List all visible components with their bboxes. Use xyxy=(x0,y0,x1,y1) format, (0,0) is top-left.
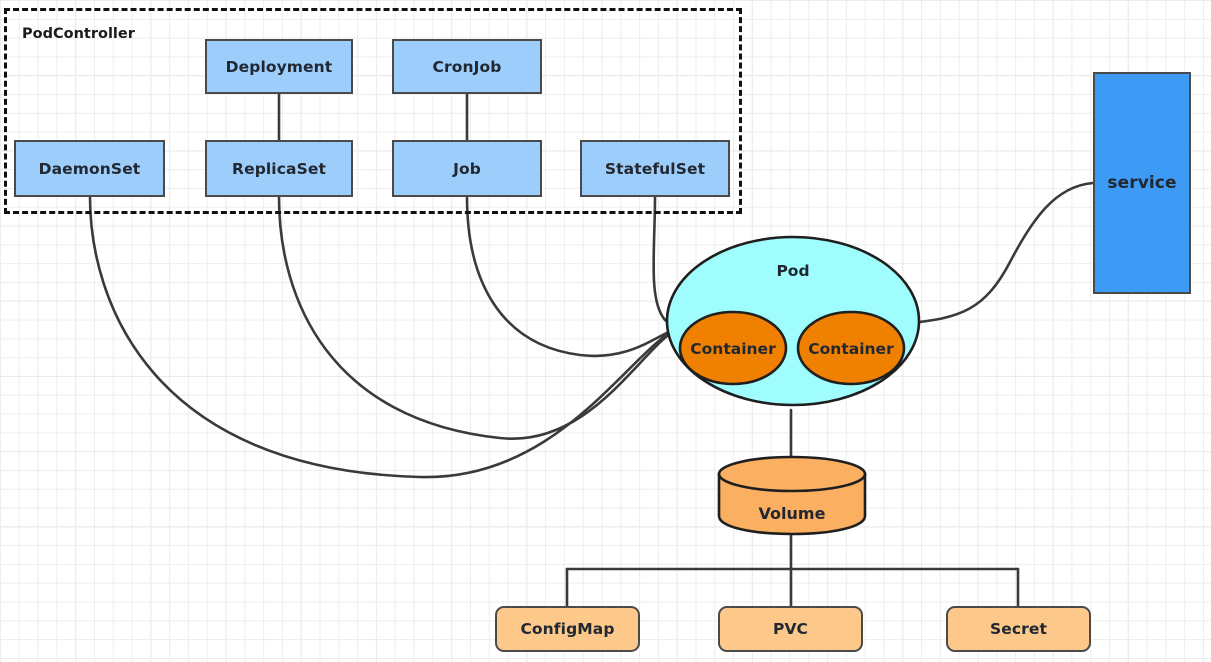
node-deployment[interactable]: Deployment xyxy=(205,39,353,94)
wire-replicaset-pod xyxy=(277,195,680,440)
node-secret-label: Secret xyxy=(989,620,1048,638)
node-job[interactable]: Job xyxy=(392,140,542,197)
node-replicaset-label: ReplicaSet xyxy=(232,159,326,178)
node-daemonset-label: DaemonSet xyxy=(38,159,141,178)
pod-label: Pod xyxy=(776,262,810,280)
node-pvc[interactable]: PVC xyxy=(718,606,863,652)
node-service-label: service xyxy=(1107,173,1177,193)
node-pvc-label: PVC xyxy=(772,620,809,638)
volume-label: Volume xyxy=(758,504,826,523)
wire-statefulset-pod xyxy=(652,195,680,330)
volume-cylinder-top xyxy=(717,455,867,493)
node-deployment-label: Deployment xyxy=(225,57,333,76)
node-job-label: Job xyxy=(453,159,481,178)
node-replicaset[interactable]: ReplicaSet xyxy=(205,140,353,197)
wire-pod-service xyxy=(908,181,1095,325)
node-secret[interactable]: Secret xyxy=(946,606,1091,652)
node-configmap[interactable]: ConfigMap xyxy=(495,606,640,652)
container-1-label: Container xyxy=(690,340,776,358)
node-daemonset[interactable]: DaemonSet xyxy=(14,140,165,197)
container-2-label: Container xyxy=(808,340,894,358)
node-configmap-label: ConfigMap xyxy=(520,620,615,638)
volume-shape-layer[interactable] xyxy=(716,455,868,537)
node-cronjob[interactable]: CronJob xyxy=(392,39,542,94)
node-statefulset-label: StatefulSet xyxy=(604,159,706,178)
node-statefulset[interactable]: StatefulSet xyxy=(580,140,730,197)
wire-job-pod xyxy=(465,195,680,358)
podcontroller-group-label: PodController xyxy=(22,26,135,42)
wire-daemonset-pod xyxy=(88,195,680,479)
node-service[interactable]: service xyxy=(1093,72,1191,294)
pod-shape-layer[interactable] xyxy=(660,232,930,422)
node-cronjob-label: CronJob xyxy=(432,57,502,76)
